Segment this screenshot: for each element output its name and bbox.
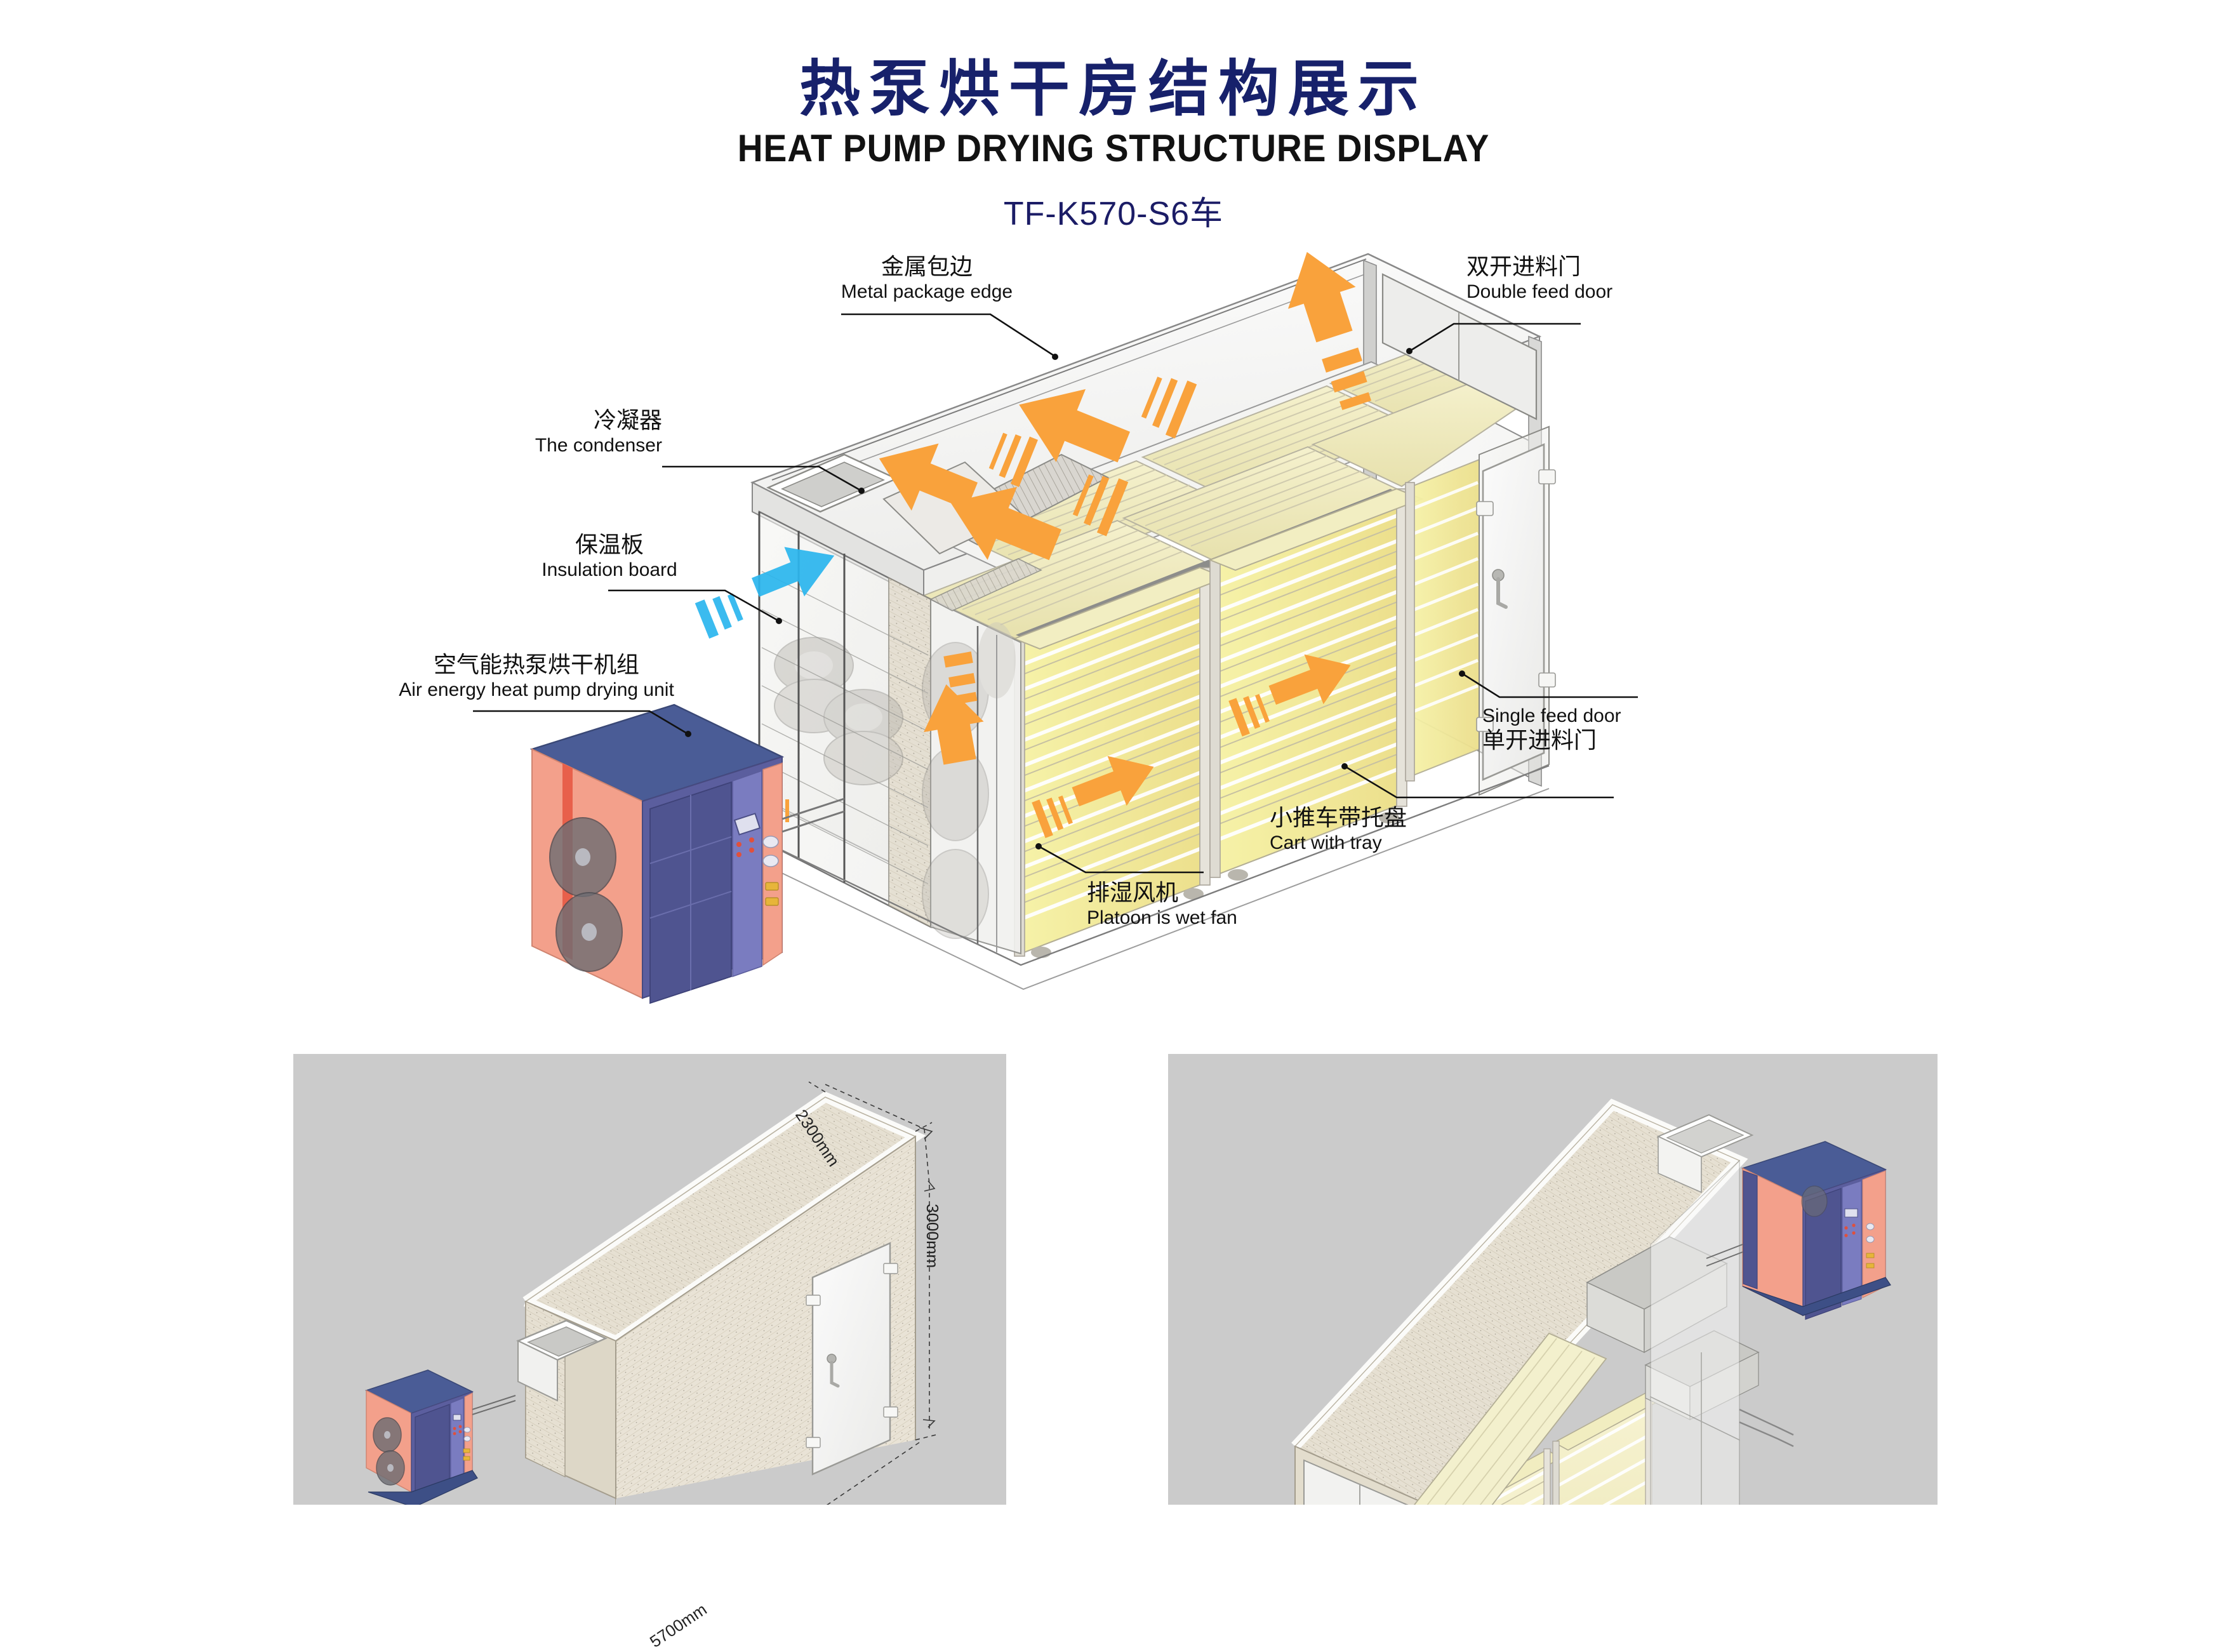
door-handle-icon: [1492, 569, 1508, 609]
callout-the-condenser: 冷凝器 The condenser: [446, 408, 662, 457]
callout-label-en: Cart with tray: [1270, 832, 1382, 854]
air-intake-arrow-blue: [695, 547, 835, 639]
callout-double-feed-door: 双开进料门 Double feed door: [1466, 254, 1733, 303]
page-title: 热泵烘干房结构展示 HEAT PUMP DRYING STRUCTURE DIS…: [0, 57, 2227, 234]
title-english: HEAT PUMP DRYING STRUCTURE DISPLAY: [737, 126, 1490, 170]
callout-label-en: Air energy heat pump drying unit: [399, 679, 674, 701]
callout-label-cn: 保温板: [575, 532, 644, 558]
callout-label-en: Platoon is wet fan: [1087, 907, 1237, 929]
callout-label-cn: 排湿风机: [1087, 880, 1179, 906]
heat-pump-unit-small-left: [364, 1369, 516, 1505]
upper-tray-assembly: [922, 325, 1525, 640]
callout-label-cn: 空气能热泵烘干机组: [433, 652, 639, 678]
callout-label-en: Double feed door: [1466, 281, 1613, 303]
callout-single-feed-door: Single feed door 单开进料门: [1482, 705, 1774, 754]
leader-lines: [473, 313, 1638, 874]
callout-label-en: The condenser: [535, 435, 662, 456]
callout-air-energy-heat-pump-drying-unit: 空气能热泵烘干机组 Air energy heat pump drying un…: [371, 652, 701, 702]
callout-label-cn: 单开进料门: [1482, 728, 1597, 754]
callout-label-en: Metal package edge: [841, 281, 1013, 303]
platoon-wet-fan-chamber: [922, 558, 1042, 955]
callout-label-en: Insulation board: [542, 559, 677, 581]
model-number: TF-K570-S6车: [1003, 195, 1224, 232]
drying-room-shell: [757, 272, 1538, 884]
callout-insulation-board: 保温板 Insulation board: [502, 532, 717, 582]
callout-label-cn: 小推车带托盘: [1270, 805, 1407, 831]
callout-metal-package-edge: 金属包边 Metal package edge: [800, 254, 1054, 303]
condenser-chamber: [758, 453, 1110, 928]
interior-open-view: [1168, 1054, 1938, 1652]
door-handle-icon: [827, 1354, 840, 1388]
callout-label-cn: 双开进料门: [1466, 254, 1581, 280]
illustration-canvas: 热泵烘干房结构展示 HEAT PUMP DRYING STRUCTURE DIS…: [0, 57, 2227, 1652]
callout-label-cn: 冷凝器: [593, 408, 662, 434]
callout-cart-with-tray: 小推车带托盘 Cart with tray: [1270, 805, 1536, 855]
metal-package-edge-frame: [750, 253, 1542, 601]
dimension-5700mm: 5700mm: [646, 1599, 710, 1651]
callout-label-cn: 金属包边: [881, 254, 973, 280]
air-energy-heat-pump-drying-unit: [529, 703, 845, 1004]
title-chinese: 热泵烘干房结构展示: [799, 53, 1428, 124]
heat-pump-unit-small-right: [1706, 1141, 1891, 1320]
exterior-dimension-view: 2300mm 3000mm 5700mm: [293, 1054, 1006, 1652]
callout-platoon-is-wet-fan: 排湿风机 Platoon is wet fan: [1087, 880, 1353, 929]
callout-label-en: Single feed door: [1482, 705, 1621, 726]
airflow-arrows-orange: [679, 251, 1372, 849]
